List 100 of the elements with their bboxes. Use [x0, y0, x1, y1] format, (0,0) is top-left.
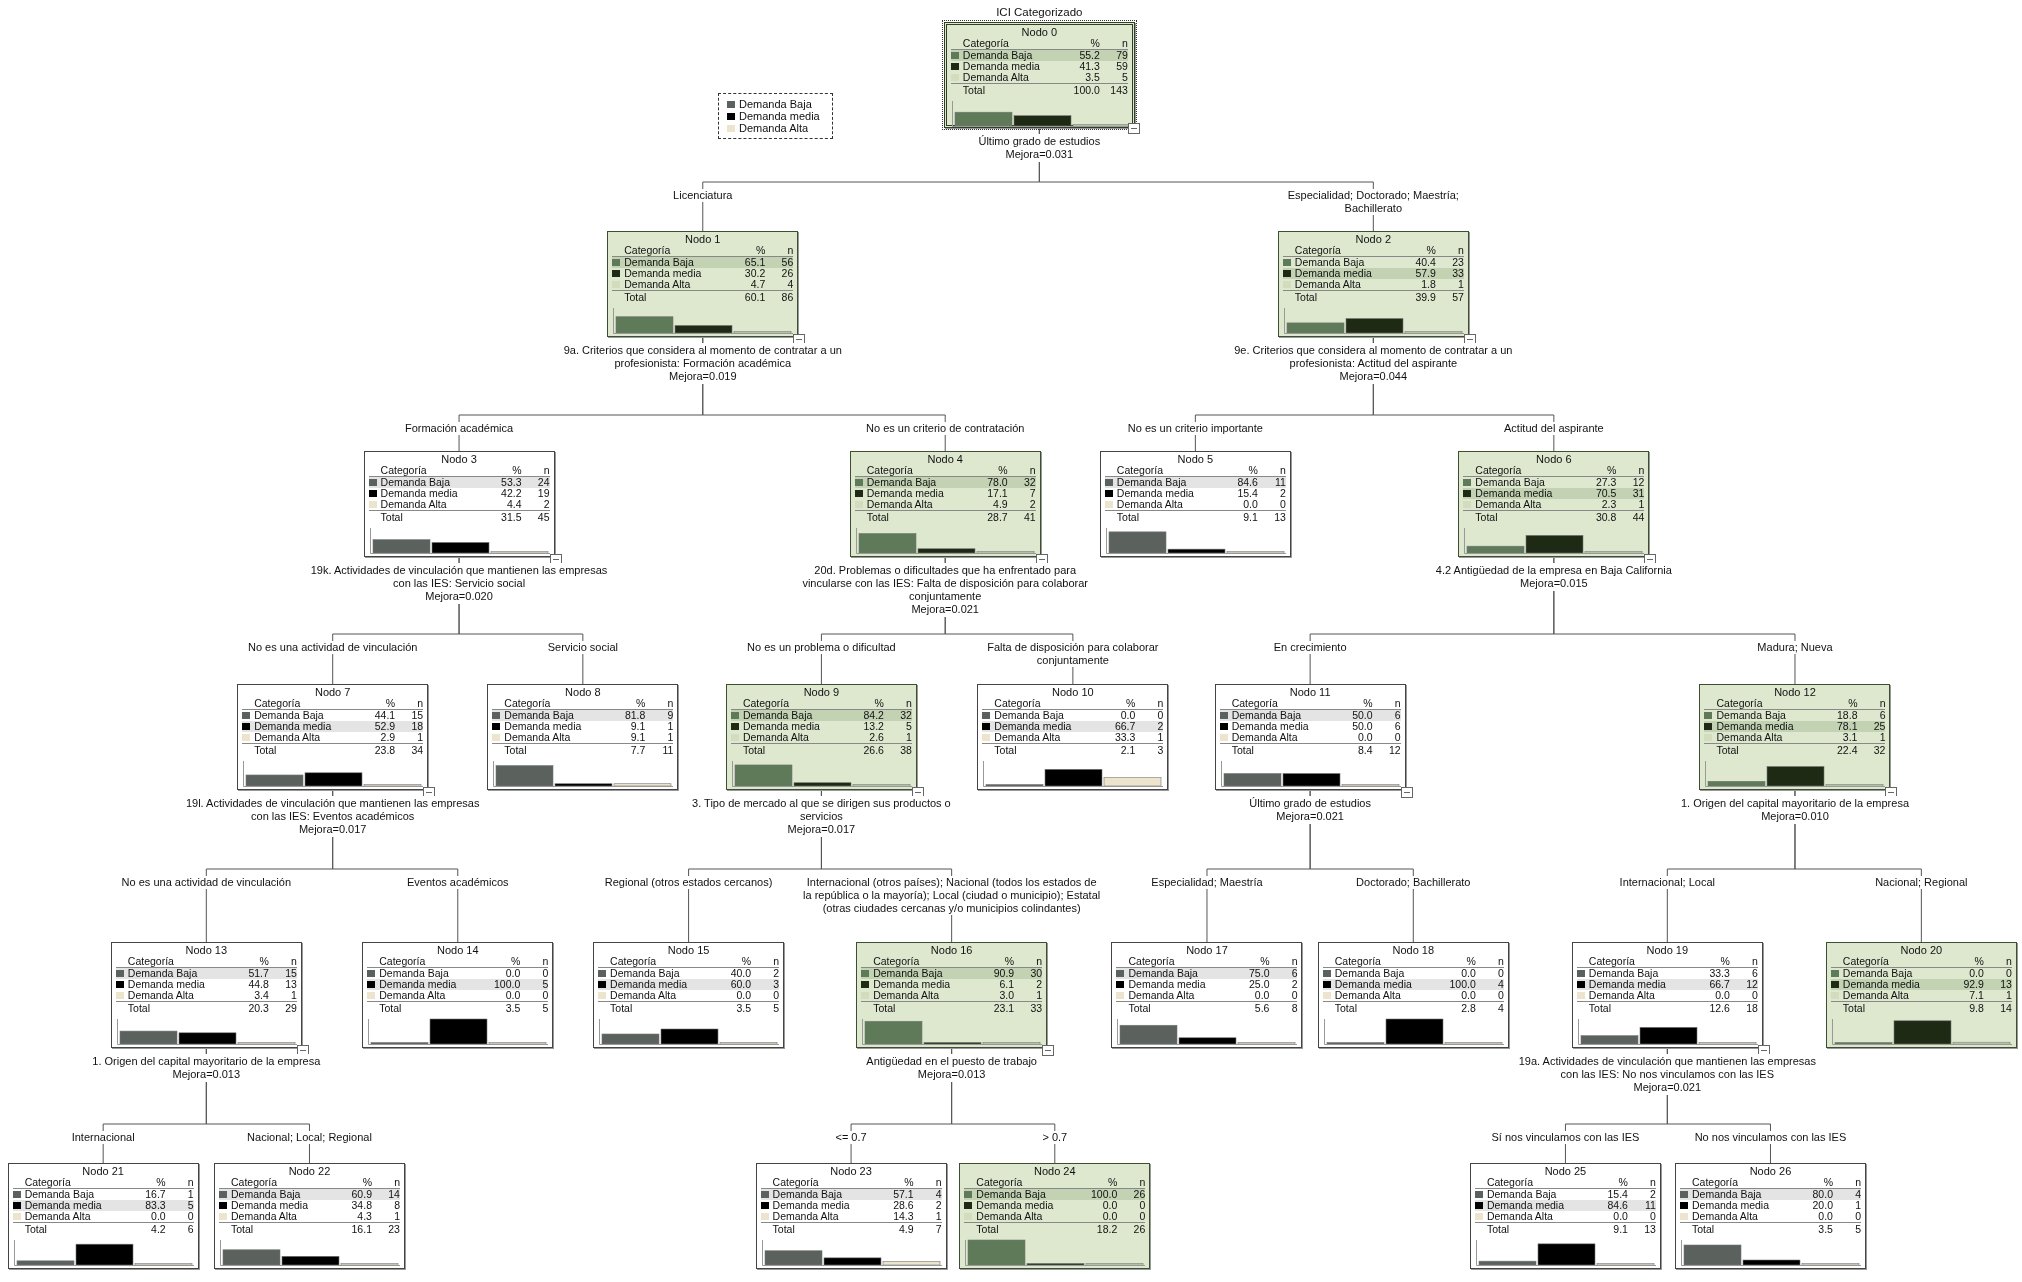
node-title: Nodo 16: [929, 944, 974, 956]
column-header: Categoría: [1334, 956, 1382, 967]
count-value: 0: [1290, 990, 1298, 1001]
count-value: 31: [1631, 488, 1645, 499]
percent-value: 60.1: [743, 291, 766, 303]
percent-value: 81.8: [623, 710, 646, 721]
count-value: 11: [1644, 1200, 1656, 1211]
column-header: %: [155, 1177, 166, 1188]
percent-value: 0.0: [1612, 1211, 1628, 1222]
category-label: Demanda Baja: [127, 968, 198, 979]
node-title: Nodo 8: [564, 686, 602, 698]
percent-value: 18.2: [1095, 1223, 1118, 1235]
column-header: Categoría: [1116, 465, 1164, 476]
percent-value: 66.7: [1708, 979, 1730, 990]
connector-line: [1038, 127, 1374, 232]
percent-value: 12.6: [1708, 1002, 1730, 1014]
tree-node-box: [1674, 1163, 1866, 1269]
count-value: 1: [1878, 732, 1886, 743]
edge-label: > 0.7: [1040, 1131, 1070, 1144]
count-value: 4: [1496, 979, 1504, 990]
count-value: 0: [1496, 990, 1504, 1001]
column-header: %: [1719, 956, 1730, 967]
percent-value: 0.0: [1253, 990, 1270, 1001]
edge-label: Especialidad; Maestría: [1149, 876, 1265, 889]
edge-label: Madura; Nueva: [1755, 641, 1835, 654]
category-label: Demanda Alta: [1128, 990, 1196, 1001]
tree-node-box: [213, 1163, 405, 1269]
count-value: 4: [1854, 1189, 1861, 1200]
column-header: %: [384, 698, 396, 709]
total-label: Total: [866, 511, 890, 523]
percent-value: 31.5: [500, 511, 522, 523]
percent-value: 66.7: [1113, 721, 1136, 732]
count-value: 6: [1290, 968, 1298, 979]
split-variable-label: Mejora=0.021: [1632, 1081, 1703, 1094]
edge-label: Internacional; Local: [1617, 876, 1717, 889]
column-header: %: [1247, 465, 1258, 476]
percent-value: 41.3: [1078, 61, 1100, 72]
category-label: Demanda Alta: [742, 732, 810, 743]
percent-value: 3.0: [998, 990, 1015, 1001]
count-value: 15: [284, 968, 297, 979]
count-value: 59: [1115, 61, 1128, 72]
percent-value: 14.3: [892, 1211, 914, 1222]
split-variable-label: Mejora=0.020: [424, 590, 494, 603]
column-header: %: [1465, 956, 1476, 967]
percent-value: 4.9: [992, 499, 1008, 510]
column-header: Categoría: [1231, 698, 1279, 709]
column-header: Categoría: [1128, 956, 1176, 967]
total-label: Total: [742, 744, 767, 756]
percent-value: 25.0: [1248, 979, 1270, 990]
category-label: Demanda media: [230, 1200, 309, 1211]
percent-value: 50.0: [1351, 721, 1373, 732]
count-value: 4: [1496, 1002, 1504, 1014]
edge-label: No es un criterio importante: [1125, 422, 1265, 435]
percent-value: 65.1: [743, 257, 766, 268]
count-value: 15: [410, 710, 424, 721]
count-value: 2: [1279, 488, 1286, 499]
category-label: Demanda Baja: [1486, 1189, 1557, 1200]
percent-value: 3.5: [504, 1002, 521, 1014]
percent-value: 30.8: [1594, 511, 1617, 523]
percent-value: 9.8: [1968, 1002, 1984, 1014]
split-variable-label: 3. Tipo de mercado al que se dirigen sus productos o servicios: [691, 797, 952, 823]
percent-value: 42.2: [500, 488, 522, 499]
count-value: 0: [1750, 990, 1758, 1001]
column-header: n: [1649, 1177, 1656, 1188]
percent-value: 7.1: [1968, 990, 1984, 1001]
percent-value: 6.1: [998, 979, 1015, 990]
count-value: 33: [1451, 268, 1464, 279]
percent-value: 0.0: [1968, 968, 1984, 979]
percent-value: 4.3: [356, 1211, 372, 1222]
percent-value: 90.9: [992, 968, 1015, 979]
count-value: 14: [1999, 1002, 2012, 1014]
tree-node-box: [487, 684, 679, 790]
split-variable-label: 4.2 Antigüedad de la empresa en Baja California: [1435, 564, 1672, 577]
node-title: Nodo 3: [440, 453, 478, 465]
node-title: Nodo 11: [1288, 686, 1332, 698]
node-title: Nodo 18: [1391, 944, 1436, 956]
percent-value: 0.0: [1460, 990, 1476, 1001]
percent-value: 0.0: [504, 968, 521, 979]
count-value: 0: [2005, 968, 2012, 979]
category-label: Demanda Baja: [742, 710, 813, 721]
category-label: Demanda Baja: [624, 257, 695, 268]
count-value: 0: [772, 990, 780, 1001]
total-label: Total: [380, 511, 404, 523]
edge-label: Internacional: [69, 1131, 137, 1144]
count-value: 19: [536, 488, 550, 499]
percent-value: 9.1: [1612, 1223, 1628, 1235]
percent-value: 3.4: [253, 990, 269, 1001]
percent-value: 18.8: [1836, 710, 1858, 721]
edge-label: Sí nos vinculamos con las IES: [1489, 1131, 1642, 1144]
edge-label: Formación académica: [402, 422, 516, 435]
column-header: %: [740, 956, 752, 967]
count-value: 1: [905, 732, 912, 743]
split-variable-label: 1. Origen del capital mayoritario de la empresa: [92, 1055, 321, 1068]
count-value: 23: [1451, 257, 1464, 268]
column-header: Categoría: [1716, 698, 1764, 709]
node-title: Nodo 14: [435, 944, 480, 956]
node-title: Nodo 13: [184, 944, 229, 956]
percent-value: 5.6: [1253, 1002, 1270, 1014]
count-value: 8: [1290, 1002, 1298, 1014]
count-value: 57: [1451, 291, 1464, 303]
